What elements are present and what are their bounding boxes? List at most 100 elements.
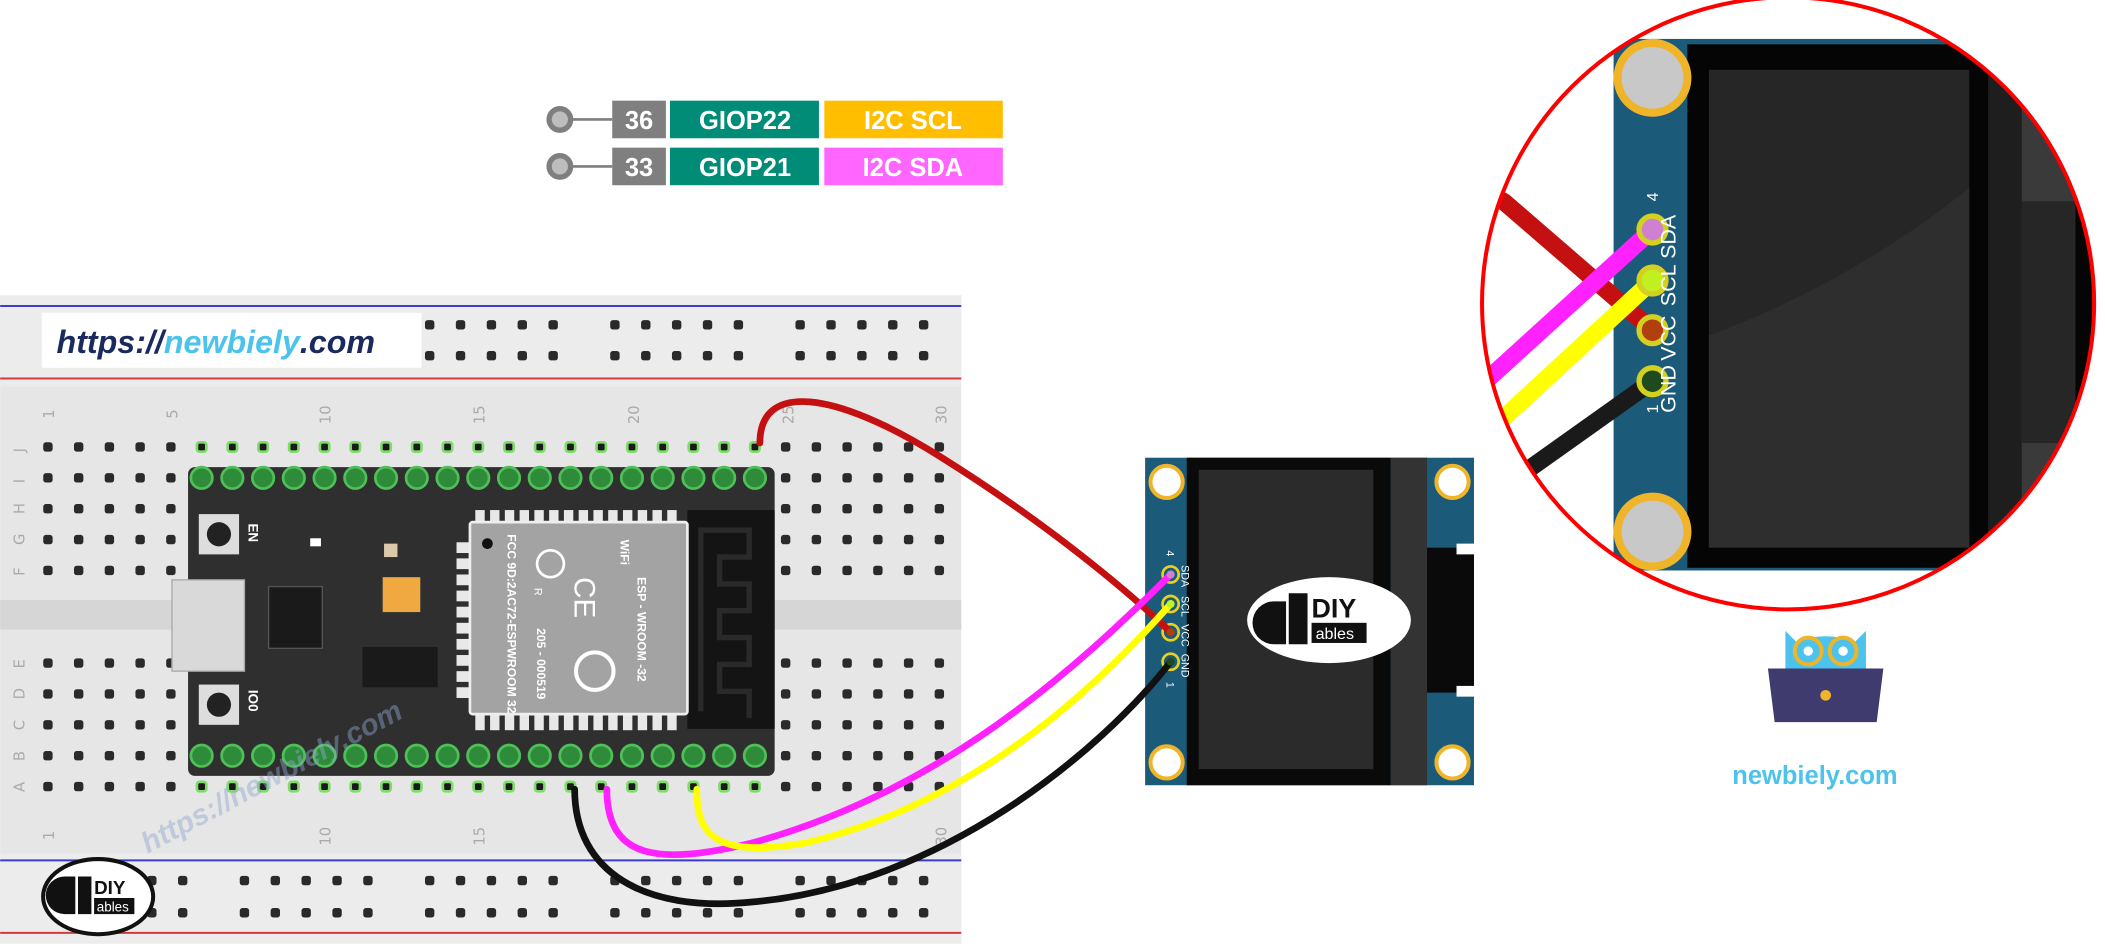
breadboard-hole[interactable] [918,320,929,330]
breadboard-hole[interactable] [811,504,822,514]
breadboard-hole[interactable] [842,504,852,514]
breadboard-hole[interactable] [301,875,311,886]
breadboard-hole[interactable] [301,908,311,918]
breadboard-hole[interactable] [671,908,682,918]
breadboard-hole[interactable] [166,781,176,792]
breadboard-hole[interactable] [424,908,435,918]
breadboard-hole[interactable] [687,440,700,454]
breadboard-hole[interactable] [318,440,331,454]
breadboard-hole[interactable] [43,565,53,576]
breadboard-hole[interactable] [656,780,669,793]
breadboard-hole[interactable] [502,440,516,454]
breadboard-hole[interactable] [73,534,84,545]
breadboard-hole[interactable] [811,751,822,761]
breadboard-hole[interactable] [811,658,822,668]
breadboard-hole[interactable] [811,534,822,545]
breadboard-hole[interactable] [873,565,883,576]
breadboard-hole[interactable] [166,504,176,514]
breadboard-hole[interactable] [641,351,651,361]
breadboard-hole[interactable] [332,908,342,918]
breadboard-hole[interactable] [780,781,791,792]
breadboard-hole[interactable] [934,565,945,576]
breadboard-hole[interactable] [486,908,497,918]
esp32-pin[interactable] [404,743,429,768]
breadboard-hole[interactable] [842,473,852,483]
breadboard-hole[interactable] [671,351,682,361]
breadboard-hole[interactable] [873,504,883,514]
breadboard-hole[interactable] [455,351,466,361]
breadboard-hole[interactable] [104,504,115,514]
breadboard-hole[interactable] [380,780,393,793]
button-io0[interactable]: IO0 [198,684,261,725]
breadboard-hole[interactable] [104,473,115,483]
breadboard-hole[interactable] [595,440,608,454]
breadboard-hole[interactable] [166,720,176,730]
breadboard-hole[interactable] [287,440,300,454]
breadboard-hole[interactable] [104,534,115,545]
breadboard-hole[interactable] [888,908,898,918]
breadboard-hole[interactable] [43,751,53,761]
breadboard-hole[interactable] [826,320,836,330]
esp32-pin[interactable] [189,465,214,490]
breadboard-hole[interactable] [795,908,805,918]
breadboard-hole[interactable] [780,504,791,514]
breadboard-hole[interactable] [903,658,914,668]
breadboard-hole[interactable] [332,875,342,886]
breadboard-hole[interactable] [656,440,669,454]
breadboard-hole[interactable] [733,875,744,886]
esp32-pin[interactable] [558,465,583,490]
breadboard-hole[interactable] [270,908,281,918]
breadboard-hole[interactable] [903,473,914,483]
breadboard-hole[interactable] [43,442,53,452]
breadboard-hole[interactable] [104,658,115,668]
breadboard-hole[interactable] [43,504,53,514]
esp32-pin[interactable] [742,743,767,768]
breadboard-hole[interactable] [349,780,362,793]
breadboard-hole[interactable] [733,351,744,361]
breadboard-hole[interactable] [73,781,84,792]
breadboard-hole[interactable] [455,320,466,330]
esp32-pin[interactable] [466,465,491,490]
breadboard-hole[interactable] [903,689,914,699]
breadboard-hole[interactable] [780,689,791,699]
breadboard-hole[interactable] [43,781,53,792]
button-en[interactable]: EN [198,514,261,555]
breadboard-hole[interactable] [135,781,145,792]
breadboard-hole[interactable] [43,689,53,699]
breadboard-hole[interactable] [857,908,867,918]
breadboard-hole[interactable] [548,908,558,918]
esp32-pin[interactable] [558,743,583,768]
breadboard-hole[interactable] [424,320,435,330]
breadboard-hole[interactable] [43,534,53,545]
breadboard-hole[interactable] [903,442,914,452]
breadboard-hole[interactable] [780,565,791,576]
breadboard-hole[interactable] [363,908,373,918]
breadboard-hole[interactable] [641,875,651,886]
breadboard-hole[interactable] [918,875,929,886]
breadboard-hole[interactable] [486,351,497,361]
breadboard-hole[interactable] [43,473,53,483]
esp32-pin[interactable] [189,743,214,768]
esp32-pin[interactable] [281,465,306,490]
breadboard-hole[interactable] [625,780,639,793]
esp32-pin[interactable] [527,465,552,490]
breadboard-hole[interactable] [73,473,84,483]
breadboard-hole[interactable] [104,565,115,576]
breadboard-hole[interactable] [903,565,914,576]
breadboard-hole[interactable] [424,351,435,361]
breadboard-hole[interactable] [533,440,546,454]
breadboard-hole[interactable] [873,720,883,730]
breadboard-hole[interactable] [226,780,239,793]
esp32-pin[interactable] [435,465,460,490]
breadboard-hole[interactable] [104,442,115,452]
breadboard-hole[interactable] [733,320,744,330]
breadboard-hole[interactable] [934,442,945,452]
breadboard-hole[interactable] [702,908,713,918]
breadboard-hole[interactable] [873,473,883,483]
breadboard-hole[interactable] [135,473,145,483]
esp32-pin[interactable] [527,743,552,768]
esp32-pin[interactable] [220,743,245,768]
esp32-pin[interactable] [742,465,767,490]
breadboard-hole[interactable] [226,440,239,454]
breadboard-hole[interactable] [135,658,145,668]
